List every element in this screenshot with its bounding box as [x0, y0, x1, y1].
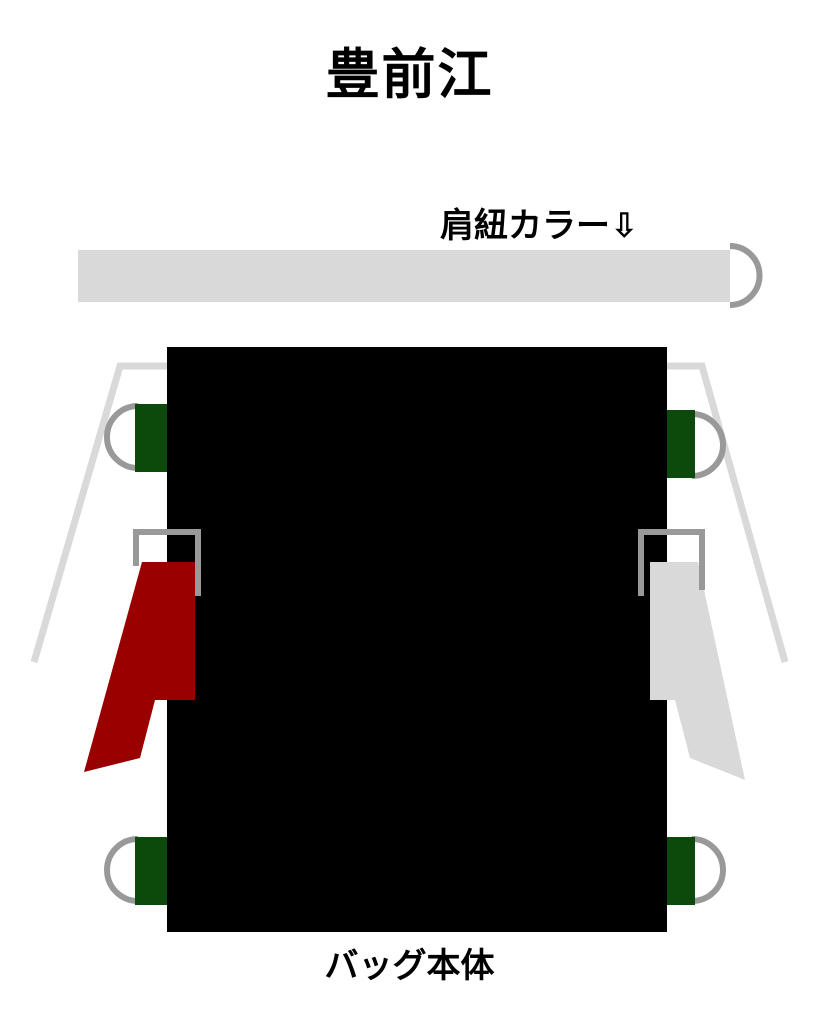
strap-end-ring	[729, 243, 763, 308]
bag-body-label: バッグ本体	[324, 946, 495, 986]
left-tassel	[84, 562, 195, 772]
right-side-cord	[667, 362, 789, 663]
loop-tab-top-left	[135, 404, 167, 472]
shoulder-strap	[78, 250, 730, 302]
left-side-cord	[30, 362, 168, 663]
loop-tab-top-right	[667, 410, 695, 478]
loop-tab-bottom-right	[667, 837, 695, 905]
ring-top-right	[691, 411, 726, 479]
right-clasp	[638, 529, 705, 596]
right-tassel	[650, 562, 745, 780]
ring-bottom-right	[691, 836, 726, 904]
strap-color-label: 肩紐カラー⇩	[440, 206, 639, 246]
bag-body	[167, 347, 667, 932]
loop-tab-bottom-left	[135, 837, 167, 905]
ring-bottom-left	[104, 836, 139, 904]
diagram-title: 豊前江	[325, 43, 494, 106]
left-clasp	[133, 529, 201, 596]
ring-top-left	[104, 403, 139, 471]
